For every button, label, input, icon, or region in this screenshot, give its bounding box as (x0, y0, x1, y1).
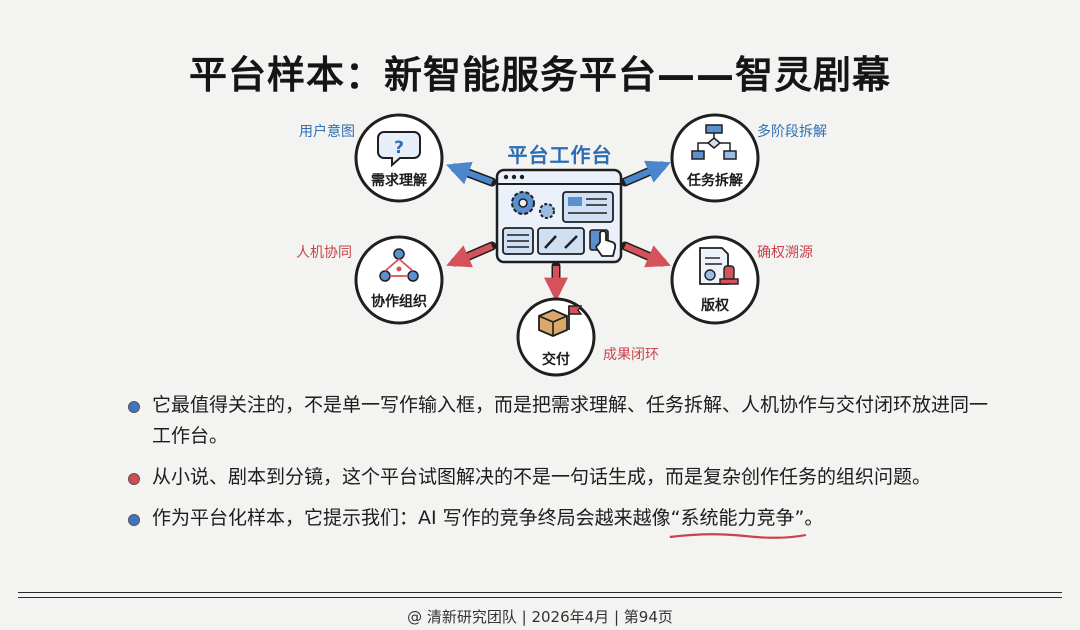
node-task-label: 任务拆解 (675, 170, 755, 190)
highlight-phrase: “系统能力竞争” (671, 503, 805, 534)
node-demand-label: 需求理解 (359, 170, 439, 190)
node-delivery-label: 交付 (516, 349, 596, 369)
arrow-to-task (625, 166, 662, 182)
bullet-item: 它最值得关注的，不是单一写作输入框，而是把需求理解、任务拆解、人机协作与交付闭环… (128, 390, 988, 452)
node-collab-label: 协作组织 (359, 291, 439, 311)
footer-rule-bottom (18, 597, 1062, 598)
workbench-window-icon (497, 170, 621, 262)
tag-multi-stage: 多阶段拆解 (757, 121, 827, 141)
bullet-text-end: 。 (804, 507, 823, 529)
bullet-list: 它最值得关注的，不是单一写作输入框，而是把需求理解、任务拆解、人机协作与交付闭环… (128, 390, 988, 544)
bullet-text: 它最值得关注的，不是单一写作输入框，而是把需求理解、任务拆解、人机协作与交付闭环… (152, 394, 988, 447)
tag-rights: 确权溯源 (757, 242, 813, 262)
bullet-text: 作为平台化样本，它提示我们：AI 写作的竞争终局会越来越像 (152, 507, 671, 529)
svg-text:?: ? (394, 138, 404, 158)
arrow-to-copyright (625, 246, 662, 262)
bullet-text: 从小说、剧本到分镜，这个平台试图解决的不是一句话生成，而是复杂创作任务的组织问题… (152, 466, 931, 488)
node-copyright-label: 版权 (675, 295, 755, 315)
tag-user-intent: 用户意图 (299, 121, 355, 141)
footer-rule-top (18, 592, 1062, 593)
tag-human-machine: 人机协同 (296, 242, 352, 262)
arrow-to-collab (455, 246, 492, 262)
arrow-to-demand (455, 168, 492, 182)
bullet-dot (128, 514, 140, 526)
bullet-item: 从小说、剧本到分镜，这个平台试图解决的不是一句话生成，而是复杂创作任务的组织问题… (128, 462, 988, 493)
bullet-dot (128, 401, 140, 413)
bullet-dot (128, 473, 140, 485)
highlight-text: “系统能力竞争” (671, 507, 805, 529)
hub-label: 平台工作台 (505, 139, 615, 168)
tag-closed-loop: 成果闭环 (603, 344, 659, 364)
footer-credit: @ 清新研究团队 | 2026年4月 | 第94页 (0, 606, 1080, 627)
red-underline (667, 530, 809, 542)
bullet-item: 作为平台化样本，它提示我们：AI 写作的竞争终局会越来越像“系统能力竞争”。 (128, 503, 988, 534)
